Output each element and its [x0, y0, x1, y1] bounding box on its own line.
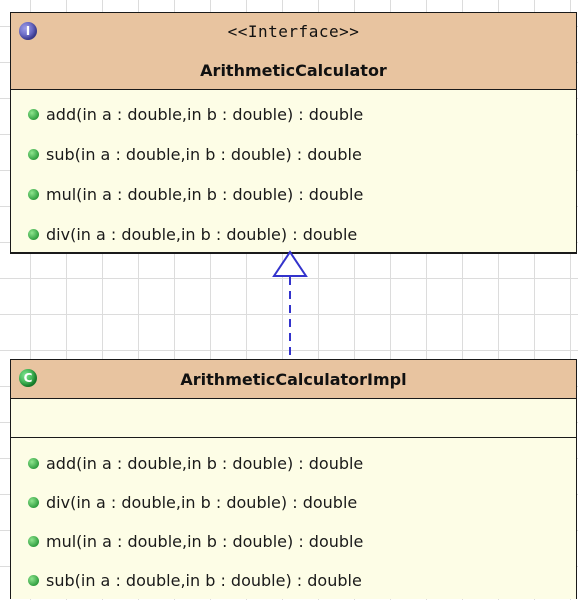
public-method-icon — [28, 228, 39, 240]
operation-signature: sub(in a : double,in b : double) : doubl… — [46, 144, 362, 164]
public-method-icon — [28, 536, 39, 547]
operation-row[interactable]: sub(in a : double,in b : double) : doubl… — [11, 134, 576, 174]
operation-signature: add(in a : double,in b : double) : doubl… — [46, 104, 364, 124]
operation-signature: div(in a : double,in b : double) : doubl… — [46, 224, 358, 244]
implementation-operations: add(in a : double,in b : double) : doubl… — [11, 438, 576, 600]
operation-signature: div(in a : double,in b : double) : doubl… — [46, 493, 358, 512]
operation-signature: add(in a : double,in b : double) : doubl… — [46, 454, 364, 473]
interface-stereotype: <<Interface>> — [227, 22, 360, 41]
realization-arrow[interactable] — [270, 250, 310, 362]
public-method-icon — [28, 497, 39, 508]
class-type-icon: C — [19, 369, 37, 387]
public-method-icon — [28, 458, 39, 469]
attributes-compartment — [11, 399, 576, 438]
interface-class-box[interactable]: I <<Interface>> ArithmeticCalculator add… — [10, 12, 577, 254]
public-method-icon — [28, 188, 39, 200]
implementation-name: ArithmeticCalculatorImpl — [180, 370, 407, 389]
operation-row[interactable]: add(in a : double,in b : double) : doubl… — [11, 444, 576, 483]
implementation-class-box[interactable]: C ArithmeticCalculatorImpl add(in a : do… — [10, 359, 577, 599]
public-method-icon — [28, 575, 39, 586]
operation-row[interactable]: div(in a : double,in b : double) : doubl… — [11, 483, 576, 522]
operation-row[interactable]: sub(in a : double,in b : double) : doubl… — [11, 561, 576, 600]
hollow-triangle-arrowhead — [272, 250, 308, 277]
operation-row[interactable]: div(in a : double,in b : double) : doubl… — [11, 214, 576, 254]
public-method-icon — [28, 148, 39, 160]
operation-signature: sub(in a : double,in b : double) : doubl… — [46, 571, 362, 590]
interface-header: I <<Interface>> ArithmeticCalculator — [11, 13, 576, 90]
operation-row[interactable]: add(in a : double,in b : double) : doubl… — [11, 94, 576, 134]
operation-signature: mul(in a : double,in b : double) : doubl… — [46, 532, 364, 551]
interface-type-icon: I — [19, 22, 37, 40]
interface-operations: add(in a : double,in b : double) : doubl… — [11, 90, 576, 254]
operation-row[interactable]: mul(in a : double,in b : double) : doubl… — [11, 174, 576, 214]
operation-row[interactable]: mul(in a : double,in b : double) : doubl… — [11, 522, 576, 561]
public-method-icon — [28, 108, 39, 120]
implementation-header: C ArithmeticCalculatorImpl — [11, 360, 576, 399]
interface-name: ArithmeticCalculator — [200, 61, 387, 80]
operation-signature: mul(in a : double,in b : double) : doubl… — [46, 184, 364, 204]
